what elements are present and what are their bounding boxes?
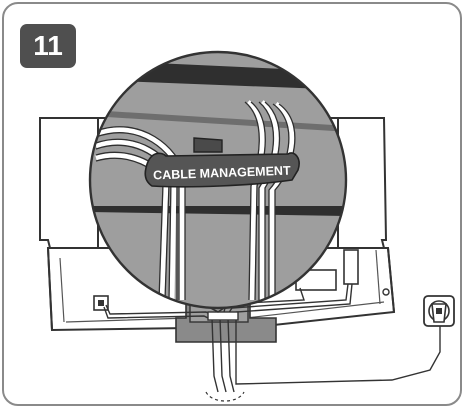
left-port <box>94 296 108 310</box>
step-number-badge: 11 <box>20 24 76 68</box>
cable-clip <box>208 312 238 320</box>
power-plug <box>432 304 446 322</box>
cable-exit-dashed <box>206 392 244 401</box>
holder-tab <box>194 138 222 152</box>
